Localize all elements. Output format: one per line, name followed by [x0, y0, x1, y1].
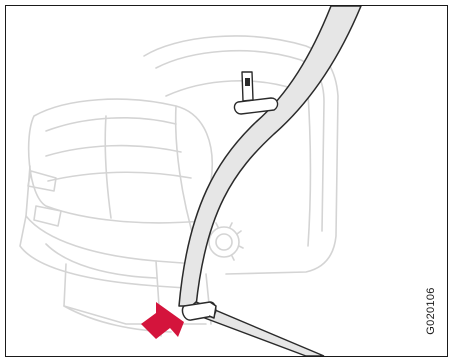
figure-code-label: G020106 — [425, 287, 437, 335]
pointer-arrow-icon — [141, 302, 184, 339]
belt-guide-clip — [233, 71, 279, 115]
seat-outline — [19, 35, 339, 337]
seat-belt-illustration — [19, 6, 362, 356]
illustration-frame: G020106 — [5, 5, 448, 357]
belt-latch-plate — [181, 301, 217, 321]
figure-code: G020106 — [421, 271, 441, 351]
